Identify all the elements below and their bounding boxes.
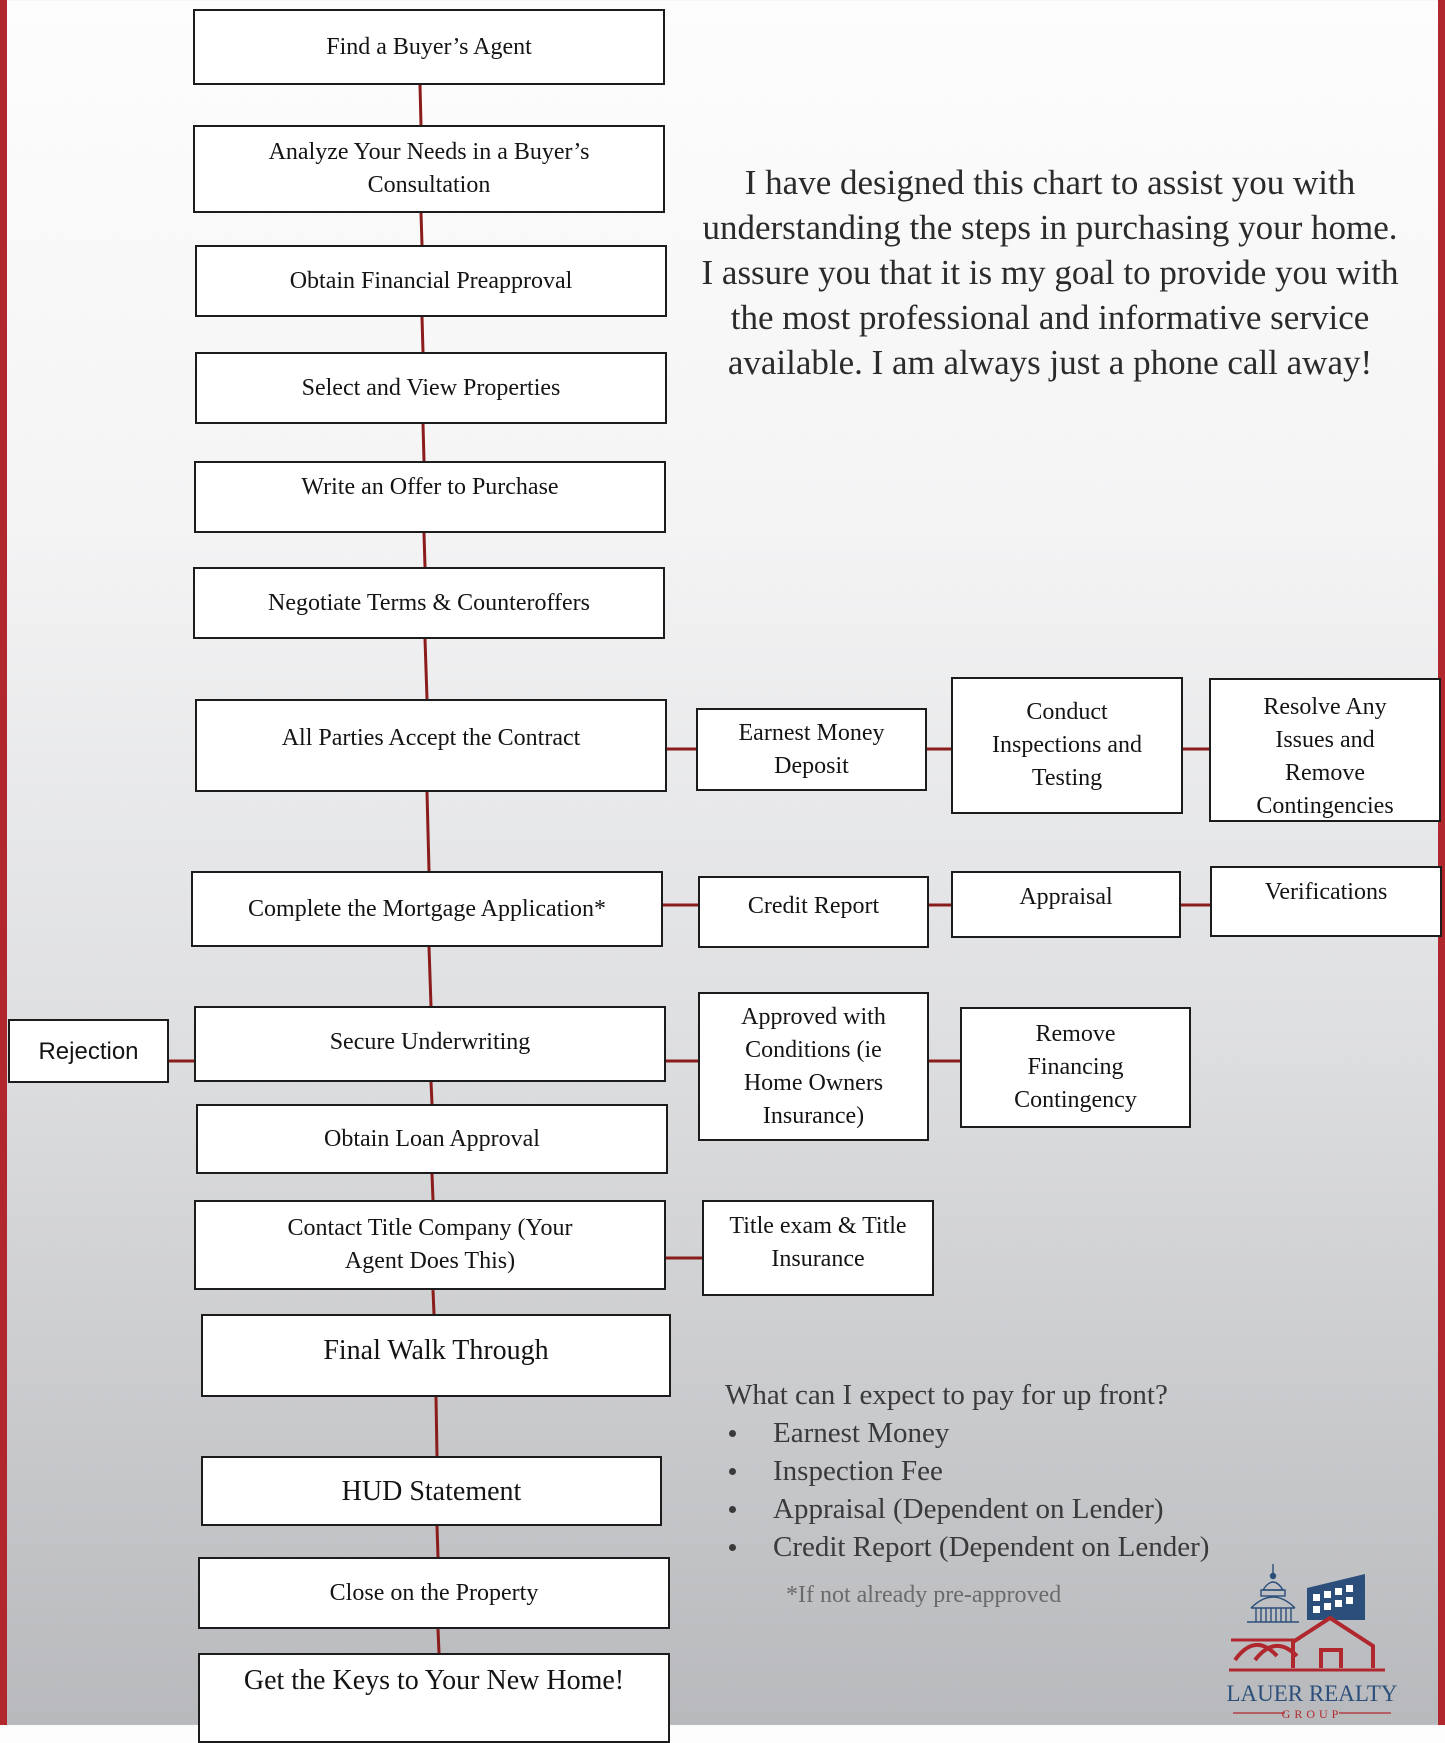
right-border bbox=[1438, 0, 1445, 1725]
upfront-item-label: Appraisal (Dependent on Lender) bbox=[773, 1493, 1164, 1525]
branch-remove-financing-contingency: Remove Financing Contingency bbox=[960, 1007, 1191, 1128]
step-accept-contract: All Parties Accept the Contract bbox=[195, 699, 667, 792]
brand-name: LAUER REALTY bbox=[1226, 1681, 1397, 1706]
upfront-item: Earnest Money bbox=[725, 1414, 1325, 1452]
intro-line: I have designed this chart to assist you… bbox=[744, 163, 1356, 202]
step-secure-underwriting: Secure Underwriting bbox=[194, 1006, 666, 1082]
connector-line bbox=[430, 1173, 435, 1201]
upfront-costs-section: What can I expect to pay for up front? E… bbox=[725, 1376, 1325, 1566]
upfront-heading: What can I expect to pay for up front? bbox=[725, 1379, 1168, 1411]
step-close-property: Close on the Property bbox=[198, 1557, 670, 1629]
upfront-list: Earnest Money Inspection Fee Appraisal (… bbox=[725, 1414, 1325, 1566]
step-negotiate-terms: Negotiate Terms & Counteroffers bbox=[193, 567, 665, 639]
branch-title-exam-insurance: Title exam & Title Insurance bbox=[702, 1200, 934, 1296]
connector-line bbox=[425, 791, 431, 872]
upfront-item: Inspection Fee bbox=[725, 1452, 1325, 1490]
capitol-dome-icon bbox=[1247, 1564, 1299, 1623]
branch-resolve-issues: Resolve Any Issues and Remove Contingenc… bbox=[1209, 678, 1441, 822]
step-hud-statement: HUD Statement bbox=[201, 1456, 662, 1526]
connector-line bbox=[423, 638, 429, 700]
connector-line bbox=[421, 423, 426, 462]
connector-line bbox=[435, 1525, 440, 1558]
lauer-realty-logo: LAUER REALTY GROUP bbox=[1226, 1564, 1398, 1721]
left-border bbox=[0, 0, 7, 1725]
intro-line: available. I am always just a phone call… bbox=[727, 343, 1373, 382]
branch-verifications: Verifications bbox=[1210, 866, 1442, 937]
branch-earnest-money-deposit: Earnest Money Deposit bbox=[696, 708, 927, 791]
upfront-item-label: Earnest Money bbox=[773, 1417, 950, 1449]
branch-rejection: Rejection bbox=[8, 1019, 169, 1083]
step-find-buyers-agent: Find a Buyer’s Agent bbox=[193, 9, 665, 85]
step-select-view-properties: Select and View Properties bbox=[195, 352, 667, 424]
connector-line bbox=[434, 1396, 439, 1457]
step-write-offer: Write an Offer to Purchase bbox=[194, 461, 666, 533]
step-analyze-needs: Analyze Your Needs in a Buyer’s Consulta… bbox=[193, 125, 665, 213]
connector-line bbox=[427, 946, 433, 1007]
upfront-item-label: Inspection Fee bbox=[773, 1455, 943, 1487]
step-contact-title-company: Contact Title Company (Your Agent Does T… bbox=[194, 1200, 666, 1290]
bullet-icon bbox=[729, 1506, 736, 1513]
upfront-item: Credit Report (Dependent on Lender) bbox=[725, 1528, 1325, 1566]
intro-text: I have designed this chart to assist you… bbox=[670, 160, 1430, 385]
step-mortgage-application: Complete the Mortgage Application* bbox=[191, 871, 663, 947]
step-loan-approval: Obtain Loan Approval bbox=[196, 1104, 668, 1174]
upfront-item-label: Credit Report (Dependent on Lender) bbox=[773, 1531, 1210, 1563]
building-icon bbox=[1307, 1574, 1365, 1620]
branch-appraisal: Appraisal bbox=[951, 871, 1181, 938]
upfront-item: Appraisal (Dependent on Lender) bbox=[725, 1490, 1325, 1528]
connector-line bbox=[431, 1289, 436, 1315]
connector-line bbox=[420, 316, 425, 353]
connector-line bbox=[422, 532, 427, 568]
bullet-icon bbox=[729, 1468, 736, 1475]
bullet-icon bbox=[729, 1544, 736, 1551]
connector-line bbox=[418, 84, 423, 126]
intro-line: understanding the steps in purchasing yo… bbox=[702, 208, 1398, 247]
connector-line bbox=[419, 212, 424, 246]
connector-line bbox=[436, 1628, 441, 1654]
branch-approved-with-conditions: Approved with Conditions (ie Home Owners… bbox=[698, 992, 929, 1141]
brand-sub: GROUP bbox=[1282, 1707, 1343, 1721]
branch-credit-report: Credit Report bbox=[698, 876, 929, 948]
bullet-icon bbox=[729, 1430, 736, 1437]
branch-conduct-inspections: Conduct Inspections and Testing bbox=[951, 677, 1183, 814]
step-final-walk-through: Final Walk Through bbox=[201, 1314, 671, 1397]
step-financial-preapproval: Obtain Financial Preapproval bbox=[195, 245, 667, 317]
intro-line: I assure you that it is my goal to provi… bbox=[701, 253, 1399, 292]
footnote: *If not already pre-approved bbox=[786, 1582, 1062, 1608]
step-get-keys: Get the Keys to Your New Home! bbox=[198, 1653, 670, 1743]
house-bridge-icon bbox=[1229, 1615, 1385, 1672]
connector-line bbox=[429, 1081, 434, 1105]
intro-line: the most professional and informative se… bbox=[730, 298, 1370, 337]
